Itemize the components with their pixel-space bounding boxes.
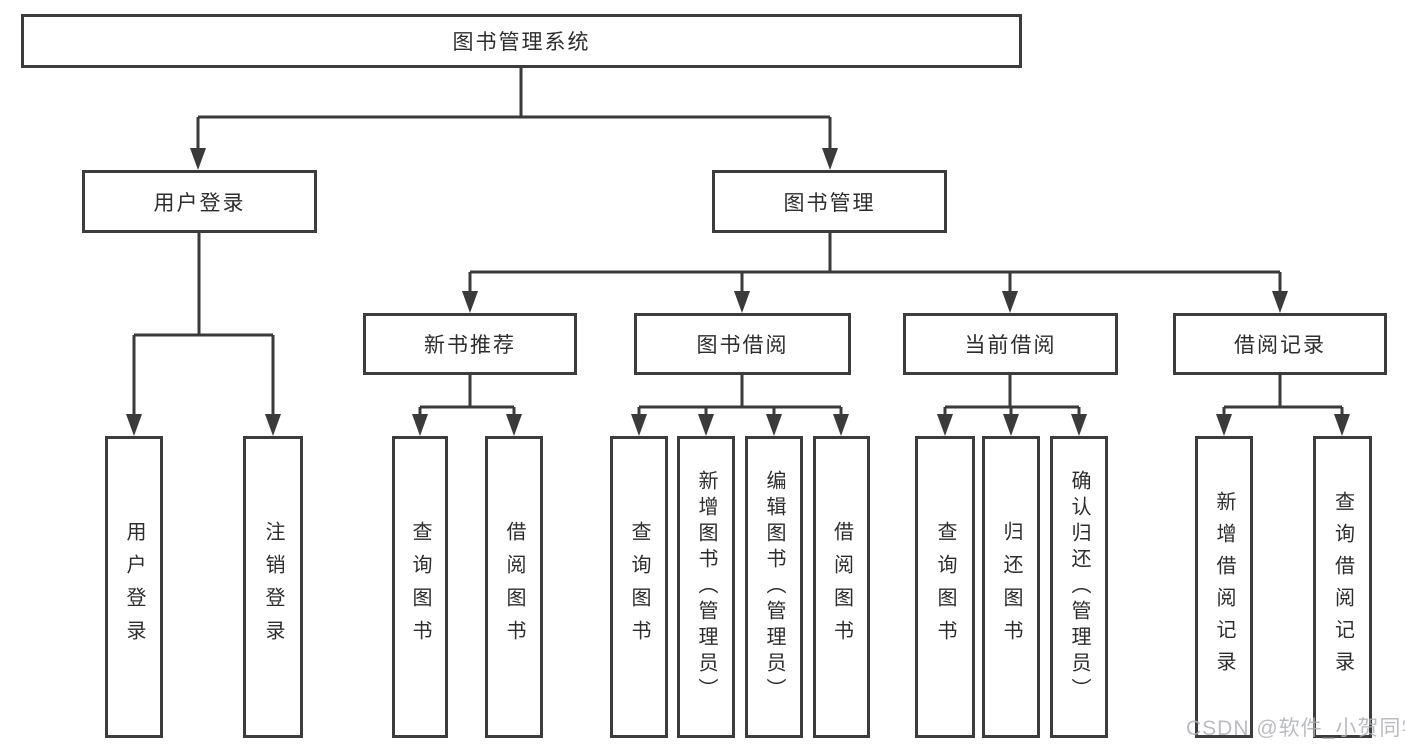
node-book-management: 图书管理 bbox=[712, 170, 947, 233]
leaf-add-borrow-record: 新增借阅记录 bbox=[1195, 436, 1253, 738]
leaf-add-borrow-record-label: 新增借阅记录 bbox=[1213, 491, 1235, 683]
node-borrow-records: 借阅记录 bbox=[1173, 313, 1387, 375]
leaf-edit-books-admin: 编辑图书（管理员） bbox=[745, 436, 803, 738]
leaf-query-books-1-label: 查询图书 bbox=[409, 521, 431, 653]
leaf-logout: 注销登录 bbox=[243, 436, 303, 738]
node-root-label: 图书管理系统 bbox=[452, 31, 591, 54]
node-book-borrow: 图书借阅 bbox=[634, 313, 851, 375]
node-user-login-label: 用户登录 bbox=[153, 191, 246, 215]
leaf-confirm-return-admin-label: 确认归还（管理员） bbox=[1068, 470, 1090, 704]
node-new-book-recommend: 新书推荐 bbox=[363, 313, 577, 375]
leaf-borrow-books-1: 借阅图书 bbox=[485, 436, 543, 738]
leaf-confirm-return-admin: 确认归还（管理员） bbox=[1050, 436, 1108, 738]
node-current-borrow-label: 当前借阅 bbox=[964, 334, 1057, 357]
leaf-borrow-books-1-label: 借阅图书 bbox=[503, 521, 525, 653]
node-new-book-recommend-label: 新书推荐 bbox=[424, 334, 516, 357]
csdn-watermark: CSDN @软件_小贺同学 bbox=[1186, 717, 1405, 740]
leaf-borrow-books-2: 借阅图书 bbox=[813, 436, 870, 738]
leaf-query-books-2-label: 查询图书 bbox=[628, 521, 650, 653]
leaf-add-books-admin: 新增图书（管理员） bbox=[677, 436, 735, 738]
leaf-return-books-label: 归还图书 bbox=[1000, 521, 1022, 653]
node-user-login: 用户登录 bbox=[82, 170, 317, 233]
leaf-query-books-3-label: 查询图书 bbox=[934, 521, 956, 653]
leaf-logout-label: 注销登录 bbox=[262, 521, 284, 653]
leaf-return-books: 归还图书 bbox=[982, 436, 1040, 738]
leaf-borrow-books-2-label: 借阅图书 bbox=[830, 521, 853, 653]
node-borrow-records-label: 借阅记录 bbox=[1234, 334, 1326, 357]
node-book-management-label: 图书管理 bbox=[783, 191, 876, 215]
node-current-borrow: 当前借阅 bbox=[903, 313, 1118, 375]
leaf-query-books-1: 查询图书 bbox=[392, 436, 448, 738]
leaf-query-books-3: 查询图书 bbox=[915, 436, 975, 738]
leaf-query-books-2: 查询图书 bbox=[610, 436, 668, 738]
node-book-borrow-label: 图书借阅 bbox=[696, 334, 789, 357]
leaf-user-login-label: 用户登录 bbox=[123, 521, 145, 653]
arrowheads bbox=[126, 148, 1350, 436]
leaf-query-borrow-record: 查询借阅记录 bbox=[1313, 436, 1372, 738]
leaf-user-login: 用户登录 bbox=[105, 436, 163, 738]
leaf-query-borrow-record-label: 查询借阅记录 bbox=[1331, 491, 1354, 683]
node-root-system: 图书管理系统 bbox=[21, 14, 1022, 68]
leaf-add-books-admin-label: 新增图书（管理员） bbox=[695, 470, 717, 704]
leaf-edit-books-admin-label: 编辑图书（管理员） bbox=[763, 470, 785, 704]
